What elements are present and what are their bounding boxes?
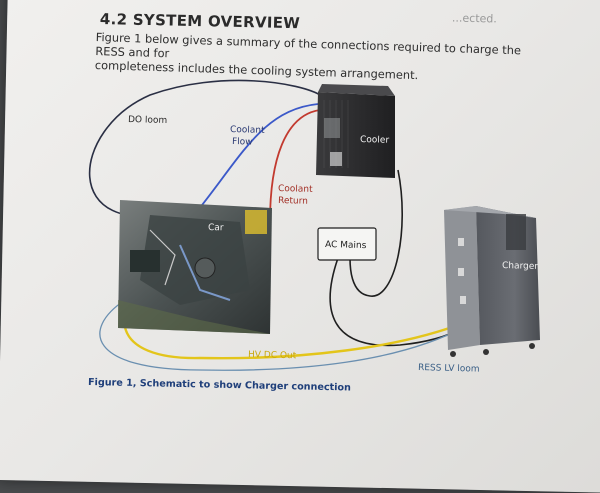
label-coolant-return-1: Coolant [278, 184, 313, 195]
label-cooler: Cooler [360, 135, 390, 146]
label-do-loom: DO loom [128, 115, 167, 126]
label-coolant-flow-1: Coolant [230, 125, 265, 136]
charger-unit [444, 206, 540, 357]
label-charger: Charger [502, 261, 539, 272]
ac-mains-box [317, 227, 377, 261]
label-coolant-flow-2: Flow [232, 137, 253, 148]
ress-lv-loom-wire [99, 299, 467, 371]
cooler-unit [316, 84, 395, 178]
label-coolant-return-2: Return [278, 196, 308, 207]
label-ac-mains: AC Mains [325, 240, 367, 251]
cooler-mains-cable [349, 169, 404, 297]
coolant-return-pipe [269, 109, 321, 223]
label-hv-dc-out: HV DC Out [248, 350, 297, 361]
coolant-flow-pipe [189, 103, 319, 221]
figure-caption: Figure 1, Schematic to show Charger conn… [88, 377, 351, 394]
system-schematic: DO loom Coolant Flow Coolant Return Cool… [88, 79, 540, 394]
do-loom-wire [88, 79, 323, 218]
label-ress-lv-loom: RESS LV loom [418, 363, 480, 375]
car-photo [118, 200, 272, 334]
label-car: Car [208, 223, 224, 233]
